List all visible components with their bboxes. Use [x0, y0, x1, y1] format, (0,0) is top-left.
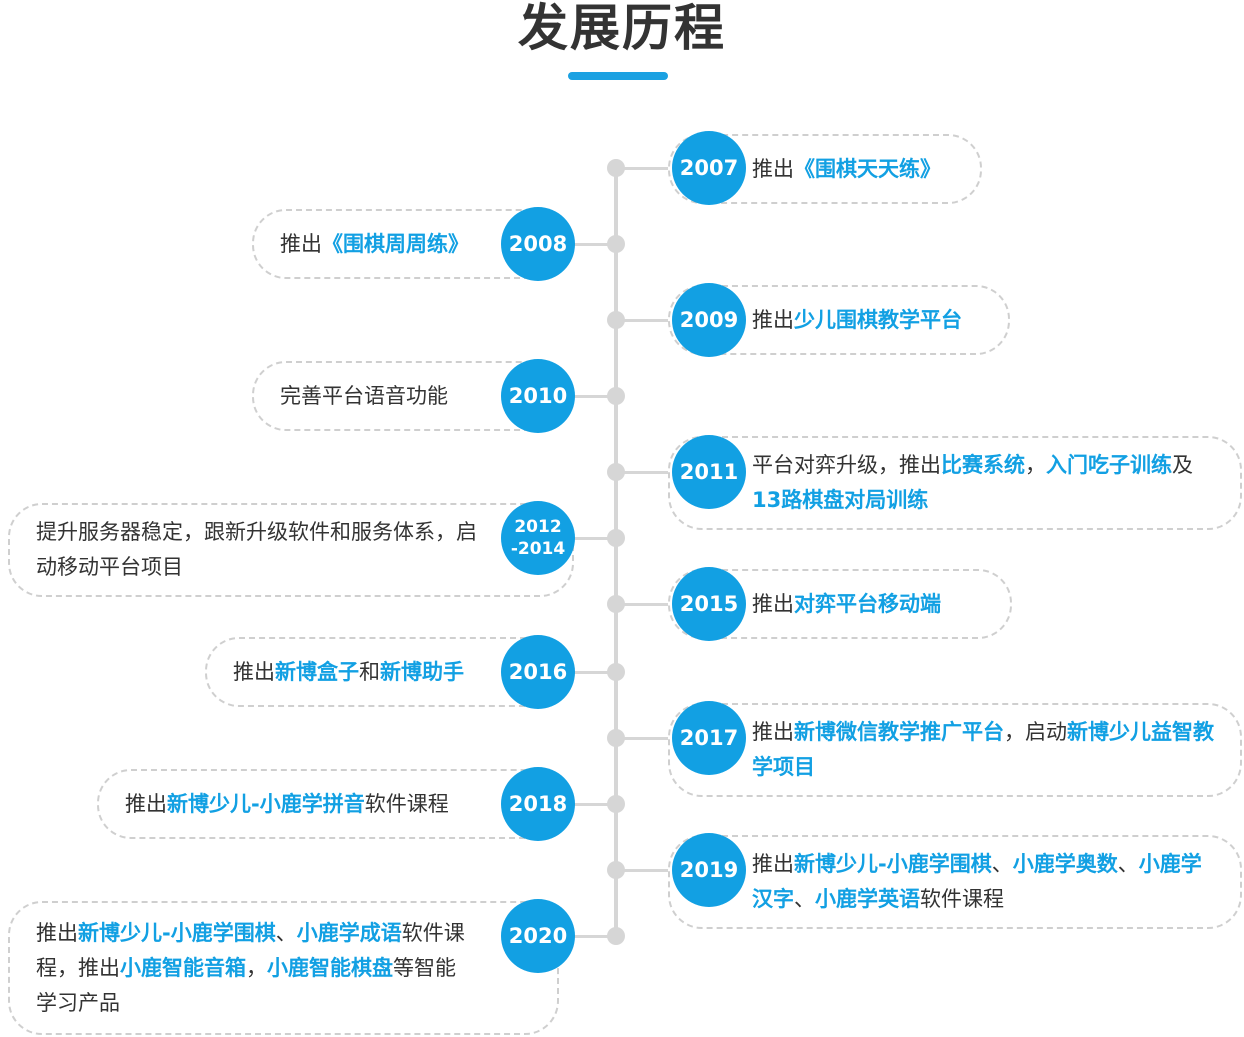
event-text: 及: [1172, 453, 1193, 477]
event-text: 软件课程，推出: [36, 920, 465, 980]
highlight-text: 小鹿学汉字: [752, 852, 1202, 911]
year-badge: 2015: [672, 567, 746, 641]
event-text: 等智能学习产品: [36, 955, 456, 1015]
timeline-node: [607, 387, 625, 405]
event-text: 推出: [752, 852, 794, 876]
event-text: 软件课程: [920, 887, 1004, 911]
year-label: 2018: [508, 792, 568, 816]
year-badge: 2011: [672, 435, 746, 509]
highlight-text: 新博少儿-小鹿学拼音: [167, 791, 365, 816]
timeline-node: [607, 235, 625, 253]
event-text: 推出: [125, 791, 167, 816]
event-text: ，: [1025, 453, 1046, 477]
event-text: 提升服务器稳定，跟新升级软件和服务体系，启动移动平台项目: [36, 520, 477, 579]
year-label: 2017: [679, 726, 739, 750]
year-badge: 2017: [672, 701, 746, 775]
event-text: 推出: [36, 920, 78, 945]
highlight-text: 小鹿智能音箱: [120, 955, 246, 980]
highlight-text: 小鹿学英语: [815, 887, 920, 911]
year-label: 2016: [508, 660, 568, 684]
timeline-axis: [614, 166, 618, 936]
event-text: 完善平台语音功能: [280, 383, 448, 408]
page-title: 发展历程: [518, 0, 726, 57]
highlight-text: 少儿围棋教学平台: [794, 307, 962, 332]
event-text: 、: [991, 852, 1013, 876]
event-text: 推出: [280, 231, 322, 256]
title-underline: [568, 72, 668, 80]
highlight-text: 新博少儿-小鹿学围棋: [78, 920, 276, 945]
year-label: 2010: [508, 384, 568, 408]
highlight-text: 13路棋盘对局训练: [752, 488, 929, 512]
event-text: 推出: [752, 591, 794, 616]
highlight-text: 新博助手: [380, 659, 464, 684]
timeline-connector: [560, 537, 616, 540]
event-text: 和: [359, 659, 380, 684]
event-text: 、: [1117, 852, 1139, 876]
event-text: ，启动: [1004, 720, 1067, 744]
event-text: 平台对弈升级，推出: [752, 453, 941, 477]
year-label: 2008: [508, 232, 568, 256]
highlight-text: 《围棋周周练》: [322, 231, 469, 256]
year-label: 2007: [679, 156, 739, 180]
highlight-text: 对弈平台移动端: [794, 591, 941, 616]
event-description: 推出新博少儿-小鹿学拼音软件课程: [97, 769, 574, 839]
year-label: 2009: [679, 308, 739, 332]
timeline-connector: [616, 869, 676, 872]
year-label: 2012 -2014: [510, 517, 566, 559]
timeline-connector: [560, 671, 616, 674]
year-badge: 2016: [501, 635, 575, 709]
timeline-connector: [560, 395, 616, 398]
highlight-text: 新博微信教学推广平台: [794, 720, 1004, 744]
timeline-connector: [560, 243, 616, 246]
event-text: 推出: [233, 659, 275, 684]
year-badge: 2020: [501, 899, 575, 973]
timeline-node: [607, 927, 625, 945]
event-text: ，: [246, 955, 267, 980]
year-badge: 2012 -2014: [501, 501, 575, 575]
highlight-text: 新博盒子: [275, 659, 359, 684]
year-badge: 2008: [501, 207, 575, 281]
year-badge: 2018: [501, 767, 575, 841]
timeline-connector: [560, 935, 616, 938]
timeline-connector: [616, 319, 676, 322]
highlight-text: 《围棋天天练》: [794, 156, 941, 181]
event-description: 提升服务器稳定，跟新升级软件和服务体系，启动移动平台项目: [8, 503, 574, 597]
highlight-text: 小鹿学成语: [296, 920, 402, 945]
year-label: 2011: [679, 460, 739, 484]
year-label: 2019: [679, 858, 739, 882]
year-badge: 2019: [672, 833, 746, 907]
timeline-connector: [616, 471, 676, 474]
event-text: 推出: [752, 720, 794, 744]
highlight-text: 比赛系统: [941, 453, 1025, 477]
timeline-connector: [616, 167, 676, 170]
highlight-text: 入门吃子训练: [1046, 453, 1172, 477]
highlight-text: 小鹿智能棋盘: [267, 955, 393, 980]
year-badge: 2007: [672, 131, 746, 205]
timeline-node: [607, 529, 625, 547]
event-description: 推出新博微信教学推广平台，启动新博少儿益智教学项目: [668, 703, 1242, 797]
event-description: 推出新博少儿-小鹿学围棋、小鹿学奥数、小鹿学汉字、小鹿学英语软件课程: [668, 835, 1242, 929]
year-label: 2015: [679, 592, 739, 616]
highlight-text: 新博少儿益智教学项目: [752, 720, 1214, 779]
timeline-connector: [616, 603, 676, 606]
year-label: 2020: [508, 924, 568, 948]
event-text: 、: [794, 887, 815, 911]
highlight-text: 小鹿学奥数: [1012, 852, 1118, 876]
year-badge: 2009: [672, 283, 746, 357]
event-text: 推出: [752, 156, 794, 181]
event-text: 推出: [752, 307, 794, 332]
timeline-connector: [616, 737, 676, 740]
timeline-node: [607, 795, 625, 813]
event-text: 软件课程: [364, 791, 449, 816]
highlight-text: 新博少儿-小鹿学围棋: [794, 852, 992, 876]
timeline-node: [607, 663, 625, 681]
timeline-connector: [560, 803, 616, 806]
event-description: 平台对弈升级，推出比赛系统，入门吃子训练及 13路棋盘对局训练: [668, 436, 1242, 530]
event-description: 推出新博少儿-小鹿学围棋、小鹿学成语软件课程，推出小鹿智能音箱，小鹿智能棋盘等智…: [8, 901, 559, 1035]
year-badge: 2010: [501, 359, 575, 433]
event-text: 、: [275, 920, 297, 945]
